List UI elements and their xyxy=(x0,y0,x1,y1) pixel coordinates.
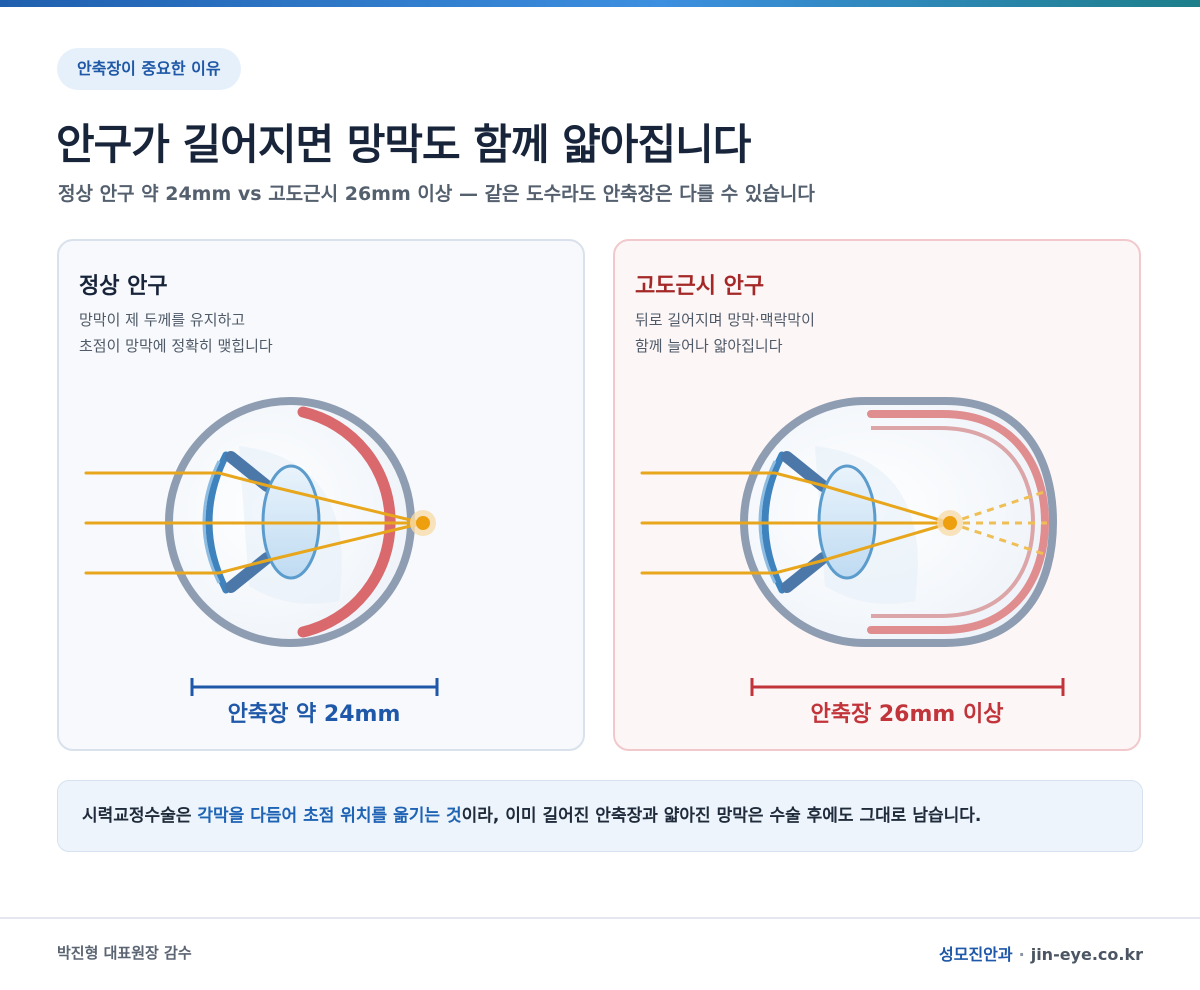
website-link[interactable]: jin-eye.co.kr xyxy=(1030,945,1143,964)
callout-text: 이라, 이미 길어진 안축장과 얇아진 망막은 수술 후에도 그대로 남습니다. xyxy=(461,806,982,826)
card-description: 망막이 제 두께를 유지하고 초점이 망막에 정확히 맺힙니다 xyxy=(79,307,273,359)
brand-name: 성모진안과 xyxy=(939,945,1013,964)
footer-separator: · xyxy=(1018,945,1025,964)
page-title: 안구가 길어지면 망막도 함께 얇아집니다 xyxy=(56,120,751,169)
card-title: 고도근시 안구 xyxy=(635,274,765,299)
key-message-callout: 시력교정수술은 각막을 다듬어 초점 위치를 옮기는 것이라, 이미 길어진 안… xyxy=(57,780,1143,852)
defocus-rays xyxy=(949,489,1048,557)
card-description-line: 망막이 제 두께를 유지하고 xyxy=(79,311,246,329)
top-accent-bar xyxy=(0,0,1200,7)
axial-length-label: 안축장 약 24mm xyxy=(228,702,401,727)
card-description-line: 함께 늘어나 얇아집니다 xyxy=(635,337,783,355)
light-rays xyxy=(84,471,425,575)
light-rays xyxy=(640,471,952,575)
reviewer-credit: 박진형 대표원장 감수 xyxy=(57,944,192,962)
card-description-line: 뒤로 길어지며 망막·맥락막이 xyxy=(635,311,815,329)
myopia-eye-diagram: 안축장 26mm 이상 xyxy=(640,397,1065,727)
footer-brand: 성모진안과 · jin-eye.co.kr xyxy=(939,941,1143,965)
card-description: 뒤로 길어지며 망막·맥락막이 함께 늘어나 얇아집니다 xyxy=(635,307,815,359)
focal-point xyxy=(943,516,957,530)
myopia-eye-card: 고도근시 안구 뒤로 길어지며 망막·맥락막이 함께 늘어나 얇아집니다 xyxy=(613,239,1141,751)
normal-eye-diagram: 안축장 약 24mm xyxy=(84,397,439,727)
axial-length-label: 안축장 26mm 이상 xyxy=(811,702,1004,727)
iris-top xyxy=(225,451,273,492)
iris-top xyxy=(781,451,829,492)
callout-highlight: 각막을 다듬어 초점 위치를 옮기는 것 xyxy=(197,806,462,826)
page-subtitle: 정상 안구 약 24mm vs 고도근시 26mm 이상 — 같은 도수라도 안… xyxy=(58,183,815,205)
footer-divider xyxy=(0,917,1200,919)
card-description-line: 초점이 망막에 정확히 맺힙니다 xyxy=(79,337,273,355)
card-title: 정상 안구 xyxy=(79,274,168,299)
axial-length-bracket xyxy=(750,678,1065,696)
axial-length-bracket xyxy=(190,678,439,696)
focal-point xyxy=(416,516,430,530)
section-badge: 안축장이 중요한 이유 xyxy=(57,48,241,90)
normal-eye-card: 정상 안구 망막이 제 두께를 유지하고 초점이 망막에 정확히 맺힙니다 xyxy=(57,239,585,751)
callout-text: 시력교정수술은 xyxy=(82,806,198,826)
